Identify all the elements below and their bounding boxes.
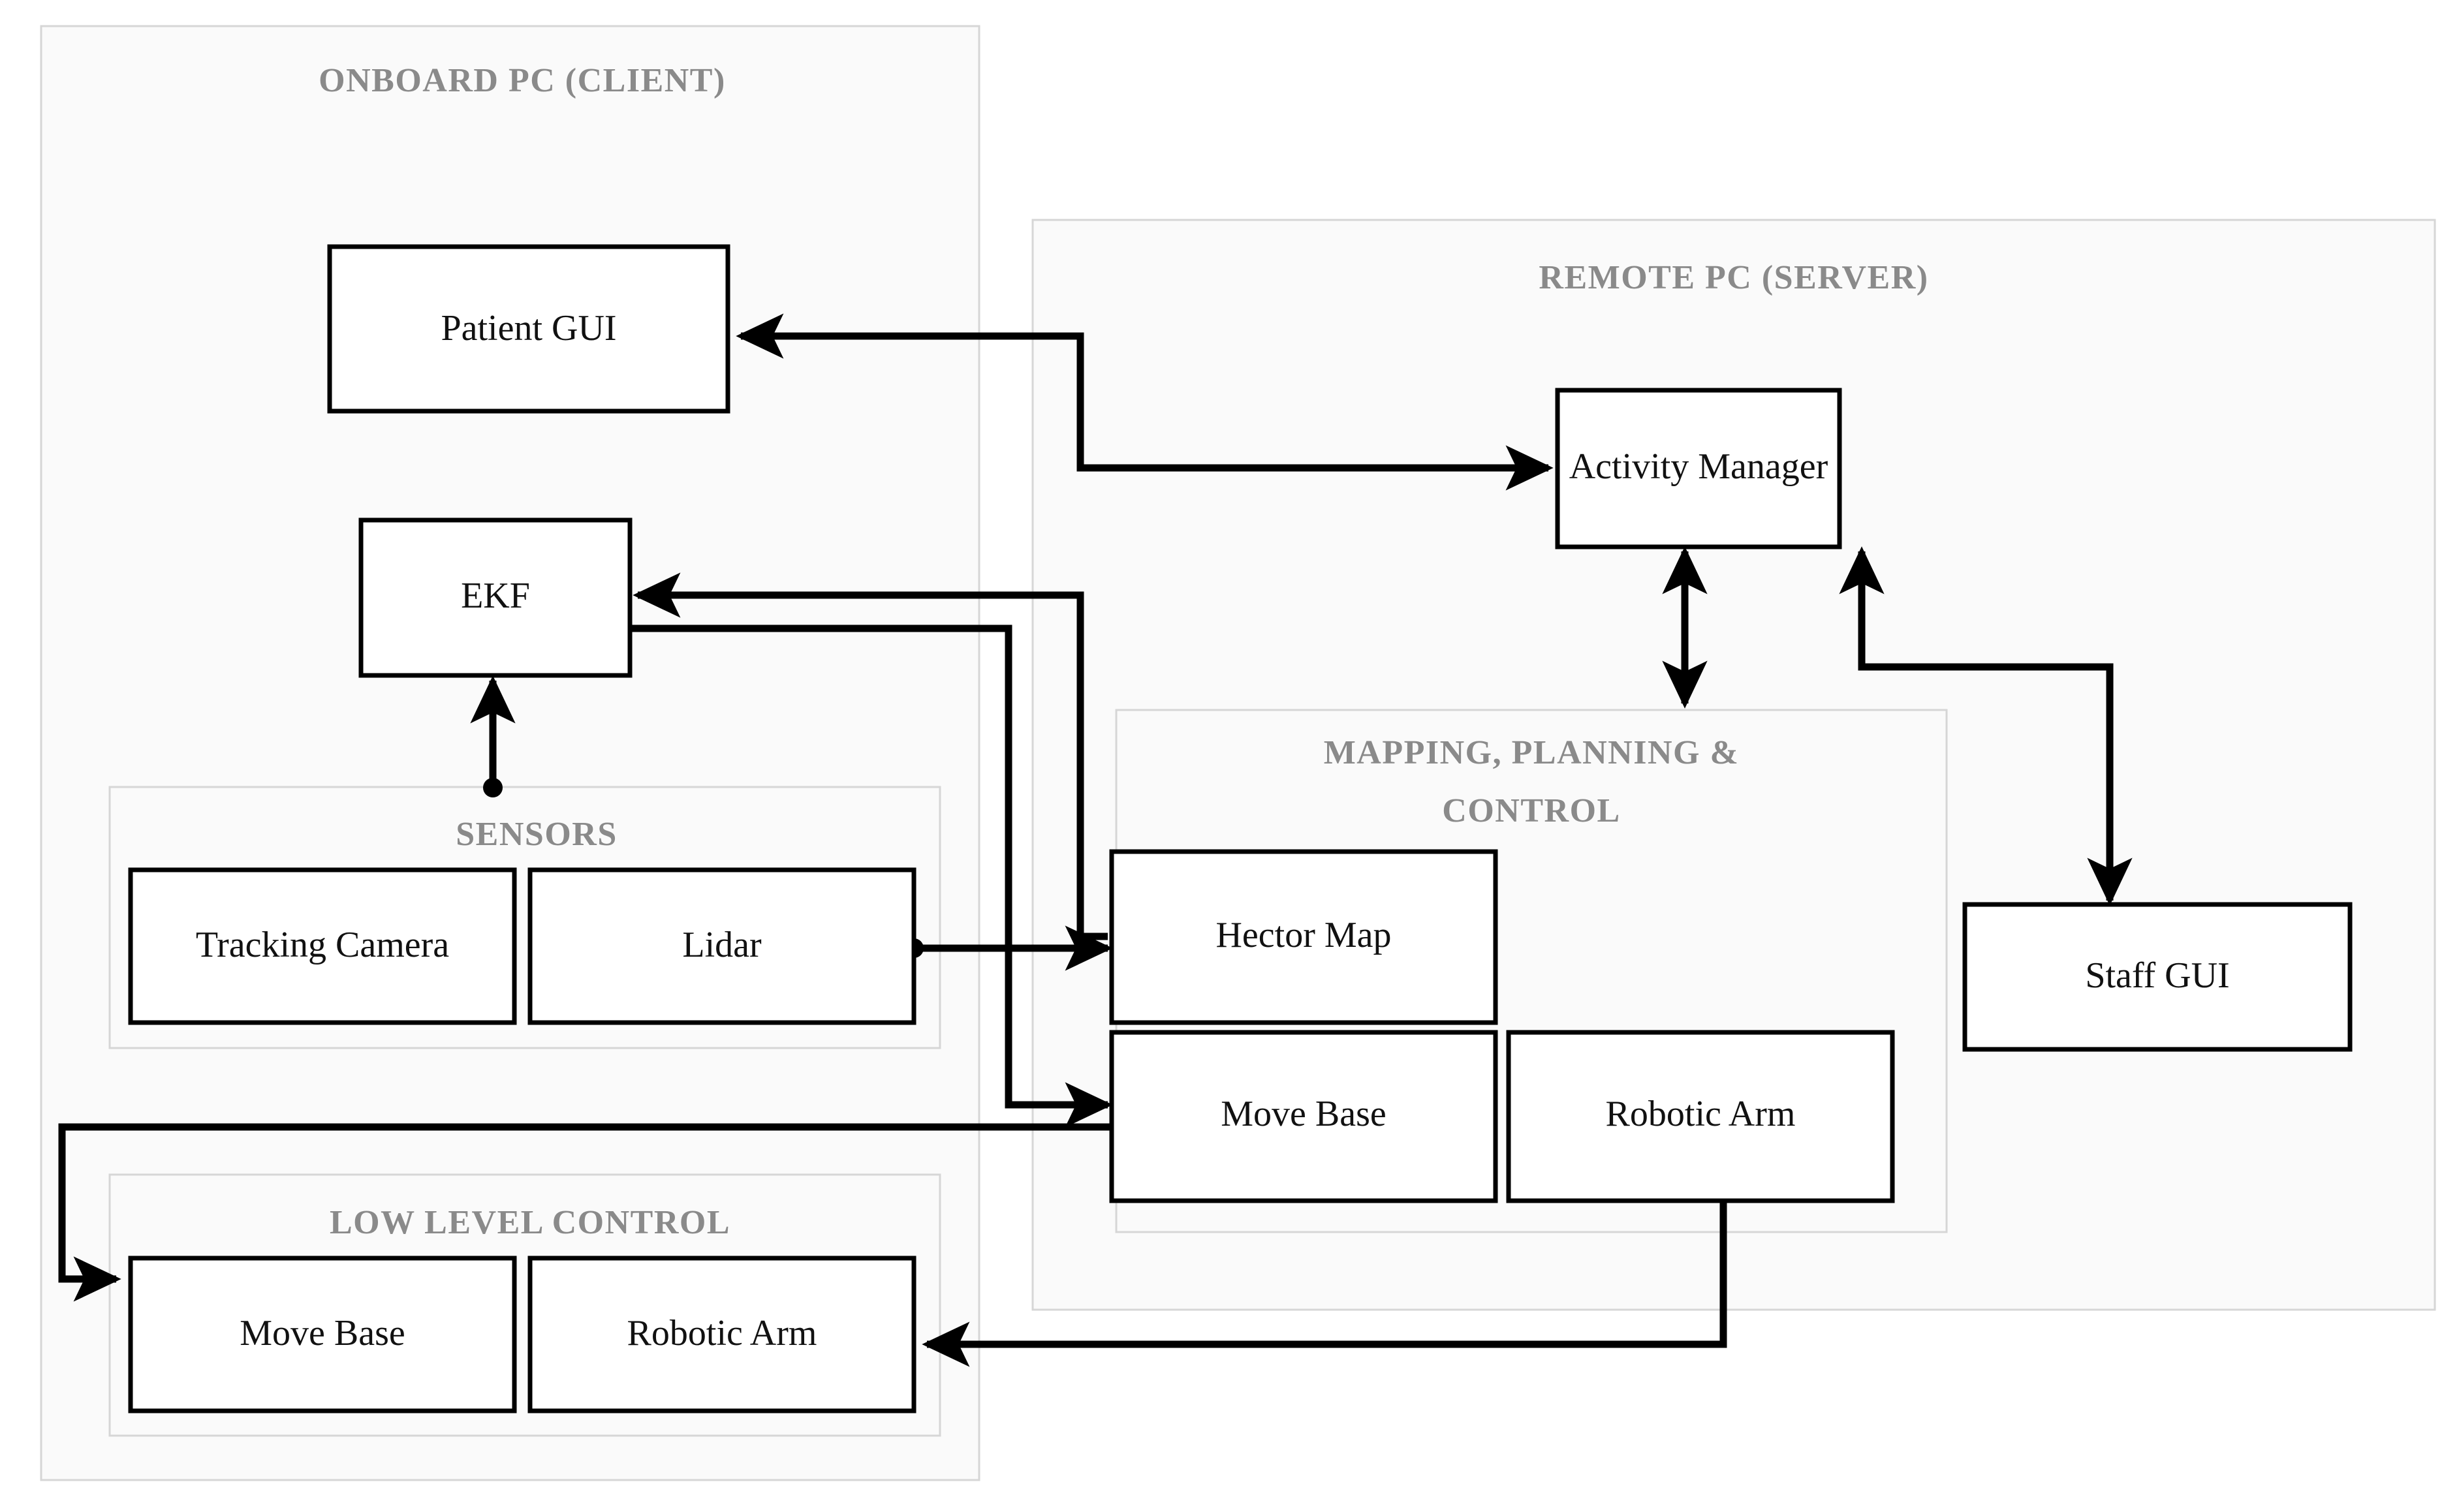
node-hector-map-rect[interactable] <box>1109 849 1498 1025</box>
node-staff-gui-label: Staff GUI <box>2085 955 2229 996</box>
node-patient-gui-rect[interactable] <box>327 244 730 414</box>
node-mapping-move-base[interactable]: Move Base <box>1109 1030 1498 1203</box>
junction-dot-sensors <box>483 778 503 797</box>
node-low-level-robotic-arm-label: Robotic Arm <box>627 1313 817 1353</box>
node-lidar[interactable]: Lidar <box>527 867 916 1025</box>
node-ekf-label: EKF <box>461 576 530 616</box>
group-mapping-title-line1: MAPPING, PLANNING & <box>1324 734 1740 771</box>
node-mapping-robotic-arm[interactable]: Robotic Arm <box>1506 1030 1895 1203</box>
node-staff-gui-rect[interactable] <box>1962 902 2353 1052</box>
node-low-level-move-base[interactable]: Move Base <box>128 1256 517 1413</box>
node-tracking-camera[interactable]: Tracking Camera <box>128 867 517 1025</box>
group-sensors-title: SENSORS <box>456 816 618 853</box>
node-mapping-robotic-arm-label: Robotic Arm <box>1606 1094 1796 1134</box>
node-hector-map[interactable]: Hector Map <box>1109 849 1498 1025</box>
node-mapping-move-base-label: Move Base <box>1221 1094 1386 1134</box>
node-activity-manager[interactable]: Activity Manager <box>1555 388 1842 549</box>
node-ekf[interactable]: EKF <box>358 517 633 678</box>
edge-mp-move-base-to-ll-move-base <box>58 1123 1129 1302</box>
node-low-level-robotic-arm[interactable]: Robotic Arm <box>527 1256 916 1413</box>
node-lidar-label: Lidar <box>682 925 762 965</box>
node-low-level-move-base-label: Move Base <box>240 1313 405 1353</box>
node-lidar-rect[interactable] <box>527 867 916 1025</box>
node-low-level-robotic-arm-rect[interactable] <box>527 1256 916 1413</box>
node-tracking-camera-label: Tracking Camera <box>196 925 449 965</box>
node-tracking-camera-rect[interactable] <box>128 867 517 1025</box>
node-staff-gui[interactable]: Staff GUI <box>1962 902 2353 1052</box>
node-activity-manager-label: Activity Manager <box>1569 446 1828 487</box>
node-mapping-robotic-arm-rect[interactable] <box>1506 1030 1895 1203</box>
group-mapping-title-line2: CONTROL <box>1442 792 1620 829</box>
edge-ekf-to-mp-move-base <box>628 625 1113 1128</box>
edge-patient-gui-to-activity-manager <box>1076 336 1554 491</box>
group-low-level-title: LOW LEVEL CONTROL <box>330 1204 730 1241</box>
group-onboard-pc-title: ONBOARD PC (CLIENT) <box>319 62 726 99</box>
node-patient-gui[interactable]: Patient GUI <box>327 244 730 414</box>
node-activity-manager-rect[interactable] <box>1555 388 1842 549</box>
node-patient-gui-label: Patient GUI <box>441 308 616 348</box>
node-mapping-move-base-rect[interactable] <box>1109 1030 1498 1203</box>
group-remote-pc-title: REMOTE PC (SERVER) <box>1539 259 1928 296</box>
node-hector-map-label: Hector Map <box>1215 915 1391 955</box>
node-low-level-move-base-rect[interactable] <box>128 1256 517 1413</box>
edge-mp-robotic-arm-to-ll-robotic-arm <box>922 1201 1727 1367</box>
node-ekf-rect[interactable] <box>358 517 633 678</box>
